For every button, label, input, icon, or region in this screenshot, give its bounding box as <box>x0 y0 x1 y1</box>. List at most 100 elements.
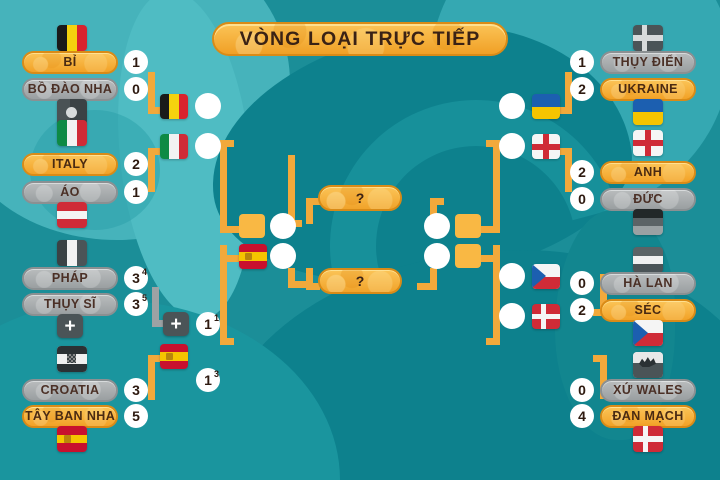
connector-l1-v <box>148 72 155 114</box>
team-pill-czech[interactable]: SÉC <box>600 298 696 322</box>
team-pill-wales[interactable]: XỨ WALES <box>600 378 696 402</box>
team-pill-england[interactable]: ANH <box>600 160 696 184</box>
team-pill-austria[interactable]: ÁO <box>22 180 118 204</box>
team-name: XỨ WALES <box>613 383 683 397</box>
match-row-germany[interactable]: ĐỨC 0 <box>570 187 696 211</box>
score-germany: 0 <box>570 187 594 211</box>
penalty-score: 4 <box>141 267 147 277</box>
flag-czech-qf <box>532 264 560 289</box>
score-slot-denmark-qf <box>499 303 525 329</box>
connector-lqf1-h <box>220 226 240 233</box>
extra-time-icon-qf: + <box>163 312 189 336</box>
semifinal-slot-left-top[interactable] <box>239 214 265 238</box>
team-name: TÂY BAN NHA <box>24 409 116 423</box>
penalty-score: 3 <box>213 369 219 379</box>
team-pill-germany[interactable]: ĐỨC <box>600 187 696 211</box>
final-slot-home[interactable]: ? <box>318 185 402 211</box>
score-slot-italy-qf <box>195 133 221 159</box>
question-mark-icon: ? <box>355 190 365 206</box>
flag-spain-r16 <box>57 426 87 452</box>
connector-r3-v <box>600 274 607 316</box>
team-pill-portugal[interactable]: BỒ ĐÀO NHA <box>22 77 118 101</box>
team-pill-switzerland[interactable]: THỤY SĨ <box>22 292 118 316</box>
score-england: 2 <box>570 160 594 184</box>
match-row-austria[interactable]: ÁO 1 <box>22 180 148 204</box>
flag-ukraine-qf <box>532 94 560 119</box>
flag-ukraine-r16 <box>633 99 663 125</box>
match-row-wales[interactable]: XỨ WALES 0 <box>570 378 696 402</box>
page-title: VÒNG LOẠI TRỰC TIẾP <box>212 22 508 56</box>
connector-lqf1-top <box>220 140 234 147</box>
score-wales: 0 <box>570 378 594 402</box>
match-row-czech[interactable]: SÉC 2 <box>570 298 696 322</box>
team-pill-france[interactable]: PHÁP <box>22 266 118 290</box>
connector-r4-h <box>593 355 607 362</box>
flag-netherlands-r16 <box>633 247 663 273</box>
team-name: PHÁP <box>51 271 89 285</box>
connector-final-left-c <box>306 268 313 290</box>
score-sweden: 1 <box>570 50 594 74</box>
connector-rqf1-h <box>480 226 500 233</box>
team-pill-netherlands[interactable]: HÀ LAN <box>600 271 696 295</box>
flag-italy-qf <box>160 134 188 159</box>
match-row-portugal[interactable]: BỒ ĐÀO NHA 0 <box>22 77 148 101</box>
team-pill-sweden[interactable]: THỤY ĐIỂN <box>600 50 696 74</box>
team-name: ANH <box>633 165 663 179</box>
match-row-spain[interactable]: TÂY BAN NHA 5 <box>22 404 148 428</box>
semifinal-slot-right-top[interactable] <box>455 214 481 238</box>
team-pill-ukraine[interactable]: UKRAINE <box>600 77 696 101</box>
flag-sweden-r16 <box>633 25 663 51</box>
score-slot-sf-right-top <box>424 213 450 239</box>
connector-lqf2-bot <box>220 338 234 345</box>
connector-l4-v <box>148 355 155 400</box>
team-pill-croatia[interactable]: CROATIA <box>22 378 118 402</box>
flag-germany-r16 <box>633 209 663 235</box>
semifinal-slot-right-bottom[interactable] <box>455 244 481 268</box>
team-pill-spain[interactable]: TÂY BAN NHA <box>22 404 118 428</box>
flag-italy-r16 <box>57 120 87 146</box>
connector-final-right-d <box>417 283 433 290</box>
score-croatia: 3 <box>124 378 148 402</box>
connector-l3-v <box>152 287 159 327</box>
connector-r4-v <box>600 355 607 399</box>
connector-rqf2-bot <box>486 338 500 345</box>
match-row-netherlands[interactable]: HÀ LAN 0 <box>570 271 696 295</box>
connector-final-left-b <box>306 198 320 205</box>
match-row-italy[interactable]: ITALY 2 <box>22 152 148 176</box>
match-row-belgium[interactable]: BỈ 1 <box>22 50 148 74</box>
score-spain: 5 <box>124 404 148 428</box>
connector-rqf1-top <box>486 140 500 147</box>
connector-r2-v <box>565 148 572 192</box>
team-name: SÉC <box>634 303 662 317</box>
connector-lsf2-h <box>288 281 306 288</box>
match-row-sweden[interactable]: THỤY ĐIỂN 1 <box>570 50 696 74</box>
team-pill-italy[interactable]: ITALY <box>22 152 118 176</box>
match-row-denmark[interactable]: ĐAN MẠCH 4 <box>570 404 696 428</box>
score-slot-england-qf <box>499 133 525 159</box>
connector-l4-h <box>148 355 162 362</box>
team-pill-denmark[interactable]: ĐAN MẠCH <box>600 404 696 428</box>
match-row-ukraine[interactable]: UKRAINE 2 <box>570 77 696 101</box>
score-denmark: 4 <box>570 404 594 428</box>
connector-lqf1-v <box>220 140 227 233</box>
match-row-croatia[interactable]: CROATIA 3 <box>22 378 148 402</box>
connector-lsf2-v <box>288 268 295 288</box>
match-row-england[interactable]: ANH 2 <box>570 160 696 184</box>
connector-lqf2-v <box>220 245 227 345</box>
connector-rqf2-v <box>493 245 500 345</box>
score-austria: 1 <box>124 180 148 204</box>
team-name: CROATIA <box>40 383 100 397</box>
connector-final-right-b <box>430 198 444 205</box>
score-netherlands: 0 <box>570 271 594 295</box>
final-slot-away[interactable]: ? <box>318 268 402 294</box>
question-mark-icon: ? <box>355 273 365 289</box>
connector-lqf2-h <box>220 255 240 262</box>
team-pill-belgium[interactable]: BỈ <box>22 50 118 74</box>
flag-denmark-qf <box>532 304 560 329</box>
penalty-score: 5 <box>141 293 147 303</box>
score-belgium: 1 <box>124 50 148 74</box>
